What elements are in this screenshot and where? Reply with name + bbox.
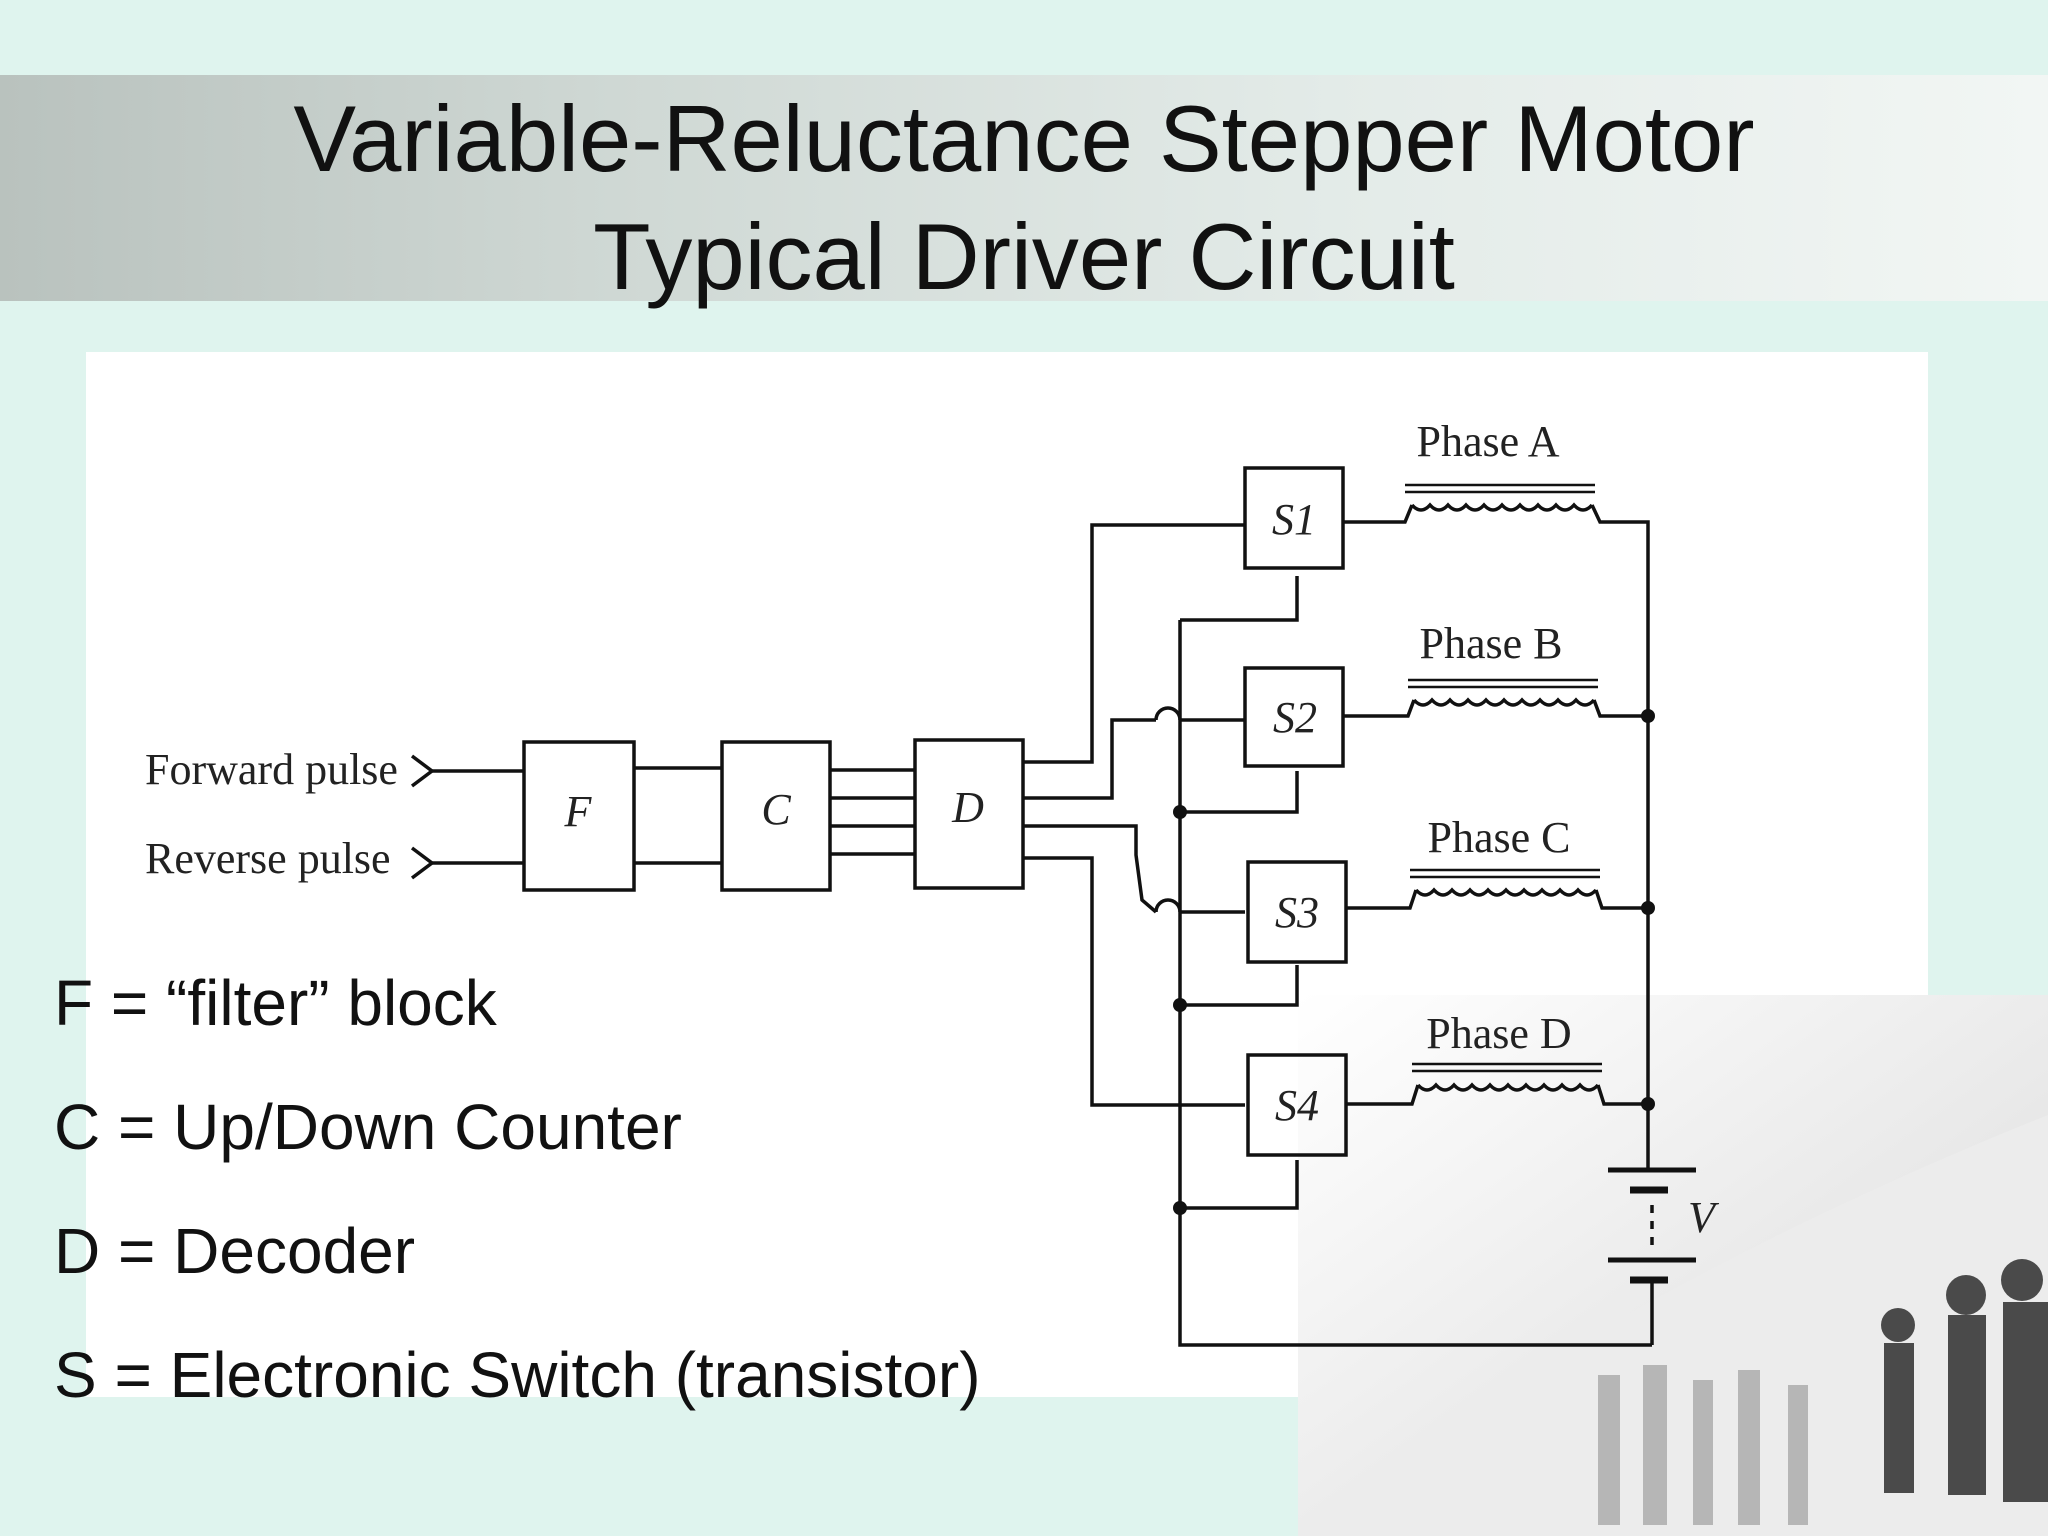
decoder-block-label: D bbox=[951, 783, 984, 832]
filter-block bbox=[522, 740, 636, 892]
legend-item-decoder: D = Decoder bbox=[54, 1215, 416, 1287]
switch-s1 bbox=[1243, 466, 1345, 570]
switch-s3 bbox=[1246, 860, 1348, 964]
switch-s2-label: S2 bbox=[1273, 693, 1317, 742]
phase-b-label: Phase B bbox=[1420, 619, 1563, 668]
slide-title: Variable-Reluctance Stepper Motor Typica… bbox=[0, 80, 2048, 316]
title-band bbox=[0, 75, 2048, 301]
forward-pulse-label: Forward pulse bbox=[145, 745, 398, 794]
coil-phase-c bbox=[1346, 868, 1648, 910]
title-line-1: Variable-Reluctance Stepper Motor bbox=[293, 86, 1755, 191]
legend-item-switch: S = Electronic Switch (transistor) bbox=[54, 1339, 981, 1411]
supply-voltage-label: V bbox=[1688, 1193, 1720, 1242]
reverse-input-arrow bbox=[410, 846, 435, 880]
battery-supply bbox=[1608, 1104, 1696, 1345]
coil-phase-d bbox=[1346, 1062, 1648, 1106]
title-line-2: Typical Driver Circuit bbox=[593, 204, 1455, 309]
counter-block-label: C bbox=[761, 785, 791, 834]
phase-a-label: Phase A bbox=[1417, 417, 1560, 466]
phase-d-label: Phase D bbox=[1426, 1009, 1571, 1058]
forward-input-arrow bbox=[410, 754, 435, 788]
coil-phase-b bbox=[1343, 678, 1648, 718]
switch-s1-label: S1 bbox=[1272, 495, 1316, 544]
counter-block bbox=[720, 740, 832, 892]
switch-s3-label: S3 bbox=[1275, 888, 1319, 937]
reverse-pulse-label: Reverse pulse bbox=[145, 834, 391, 883]
filter-block-label: F bbox=[564, 787, 593, 836]
phase-c-label: Phase C bbox=[1428, 813, 1571, 862]
switch-s4-label: S4 bbox=[1275, 1081, 1319, 1130]
decoder-block bbox=[913, 738, 1025, 890]
legend-item-counter: C = Up/Down Counter bbox=[54, 1091, 682, 1163]
legend-item-filter: F = “filter” block bbox=[54, 967, 497, 1039]
coil-phase-a bbox=[1343, 483, 1650, 1100]
decorative-people-image bbox=[1298, 995, 2048, 1536]
